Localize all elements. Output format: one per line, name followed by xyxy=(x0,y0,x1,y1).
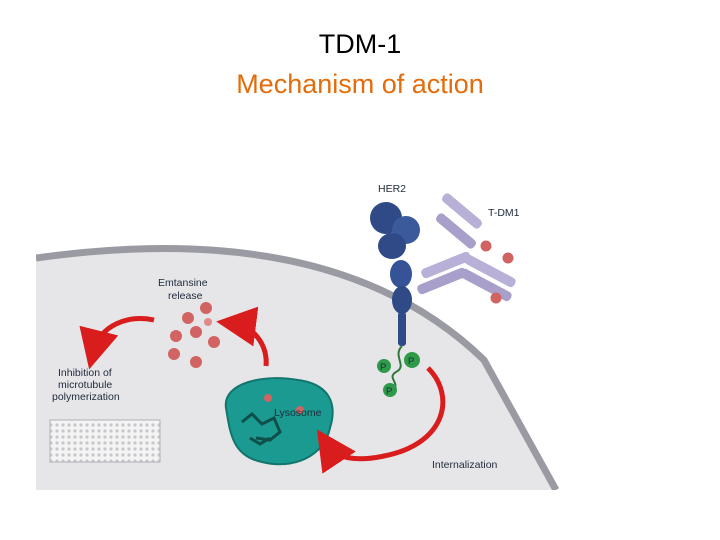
phospho-groups: P P P xyxy=(377,345,420,397)
inhibition-label-line1: Inhibition of xyxy=(58,367,112,379)
inhibition-label-line3: polymerization xyxy=(52,391,120,403)
microtubule-lattice xyxy=(49,419,161,463)
emtansine-label-line2: release xyxy=(168,290,203,302)
slide-title: TDM-1 xyxy=(318,29,402,59)
her2-receptor xyxy=(370,202,420,346)
lysosome-payload xyxy=(241,394,304,446)
slide-subtitle: Mechanism of action xyxy=(236,69,484,99)
inhibition-label-line2: microtubule xyxy=(58,379,112,391)
release-arrow xyxy=(216,306,269,367)
emtansine-label-line1: Emtansine xyxy=(158,277,208,289)
mechanism-diagram: P P P HER2 T-DM1 Emtansine release Inhib… xyxy=(36,183,560,490)
lysosome xyxy=(224,377,334,466)
phospho-label: P xyxy=(408,356,414,367)
her2-label: HER2 xyxy=(378,183,406,195)
tdm1-label: T-DM1 xyxy=(488,207,520,219)
emtansine-dots xyxy=(168,302,220,368)
internalization-label: Internalization xyxy=(432,459,498,471)
phospho-label: P xyxy=(380,362,386,373)
tdm1-antibody xyxy=(417,193,516,302)
internalization-arrow xyxy=(316,366,446,474)
antibody-payload-dots xyxy=(480,240,514,304)
phospho-label: P xyxy=(386,386,392,397)
inhibition-arrow xyxy=(79,316,155,370)
cell-membrane xyxy=(36,245,560,490)
lysosome-label: Lysosome xyxy=(274,407,322,419)
cell-interior xyxy=(36,248,556,490)
